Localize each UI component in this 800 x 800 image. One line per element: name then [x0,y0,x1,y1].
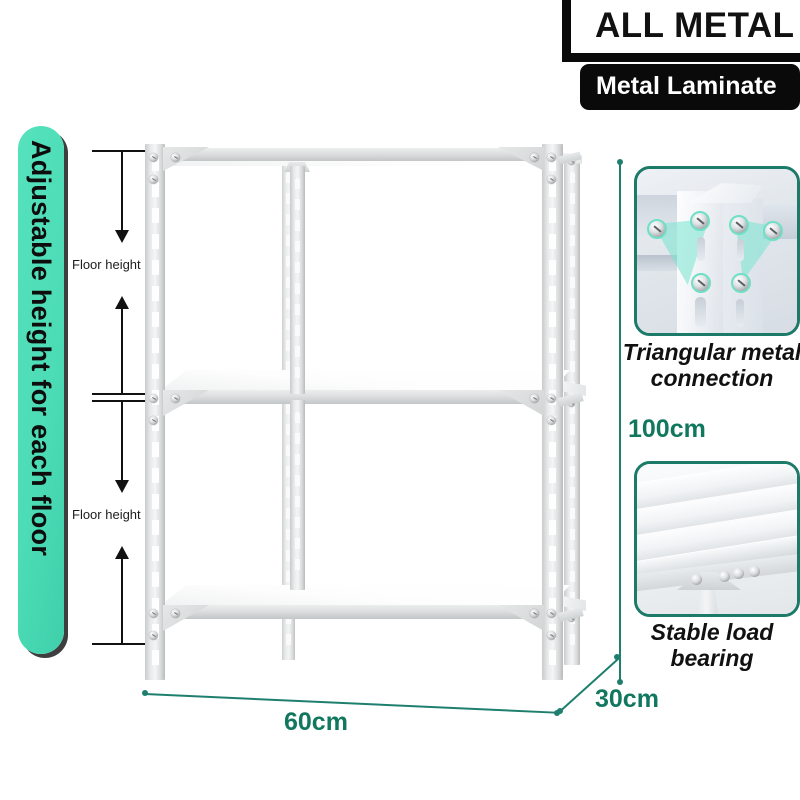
middle-shelf-front-beam [148,390,560,404]
joint-screw [149,153,158,162]
center-divider-post [290,166,305,394]
bottom-shelf-deck [158,585,570,607]
middle-shelf-deck [158,370,570,392]
bottom-shelf-front-beam [148,605,560,619]
secondary-banner-label: Metal Laminate [596,72,777,100]
side-feature-banner: Adjustable height for each floor [18,126,64,654]
joint-screw [547,609,556,618]
connection-screw [690,211,710,231]
height-measure-label: 100cm [628,415,706,443]
detail-caption-triangular-connection: Triangular metal connection [622,339,800,391]
joint-screw [530,609,539,618]
joint-screw [547,394,556,403]
beam-screw [733,568,744,579]
connection-screw [647,219,667,239]
post-slot-pattern [569,172,575,653]
dimension-shaft-up [121,559,123,643]
primary-banner: ALL METAL [562,0,800,62]
headline-banner-group: ALL METAL Metal Laminate [562,0,800,118]
joint-screw [149,175,158,184]
joint-screw [149,394,158,403]
dimension-tick-bottom [92,393,152,395]
height-measure-line [619,162,621,682]
joint-screw [149,631,158,640]
joint-screw [171,394,180,403]
joint-screw [547,175,556,184]
front-right-post [542,144,563,680]
width-measure-label: 60cm [284,708,348,736]
post-slot [737,239,744,261]
depth-measure-dot-back [614,654,620,660]
post-slot-pattern [295,178,300,382]
dimension-arrowhead-down [115,230,129,243]
post-slot-pattern [295,412,300,578]
floor-height-label-lower: Floor height [70,506,143,523]
connection-screw [729,215,749,235]
beam-screw [749,566,760,577]
joint-screw [547,416,556,425]
height-measure-dot-bottom [617,679,623,685]
product-shelving-unit [132,142,602,682]
secondary-banner: Metal Laminate [580,64,800,110]
dimension-tick-bottom [92,643,152,645]
beam-screw [691,574,702,585]
detail-caption-stable-load-bearing: Stable load bearing [650,619,774,671]
width-measure-line [144,693,557,714]
side-feature-banner-label: Adjustable height for each floor [26,140,57,557]
dimension-shaft-up [121,309,123,393]
dimension-arrowhead-up [115,296,129,309]
post-slot-pattern [286,172,291,648]
joint-screw [530,153,539,162]
joint-screw [547,631,556,640]
detail-card-stable-load-bearing [634,461,800,617]
connection-screw [691,273,711,293]
post-slot [695,297,706,327]
dimension-shaft-down [121,402,123,484]
joint-screw [547,153,556,162]
depth-measure-label: 30cm [595,685,659,713]
joint-screw [171,609,180,618]
floor-height-dimension-lower: Floor height [70,400,152,645]
dimension-arrowhead-down [115,480,129,493]
beam-screw [719,571,730,582]
dimension-tick-top [92,150,152,152]
rear-right-post [564,160,580,665]
floor-height-label-upper: Floor height [70,256,143,273]
joint-screw [171,153,180,162]
dimension-tick-top [92,400,152,402]
connection-screw [763,221,783,241]
floor-height-dimension-upper: Floor height [70,150,152,395]
post-slot [697,237,705,261]
post-slot-pattern [549,156,556,668]
primary-banner-label: ALL METAL [595,6,795,45]
post-slot-pattern [151,156,159,668]
detail-card-triangular-connection [634,166,800,336]
connection-screw [731,273,751,293]
top-shelf-front-beam [148,148,560,161]
front-left-post [145,144,165,680]
dimension-shaft-down [121,152,123,234]
joint-screw [149,609,158,618]
post-slot [736,299,744,327]
joint-screw [149,416,158,425]
joint-screw [530,394,539,403]
center-divider-post-lower [290,400,305,590]
dimension-arrowhead-up [115,546,129,559]
